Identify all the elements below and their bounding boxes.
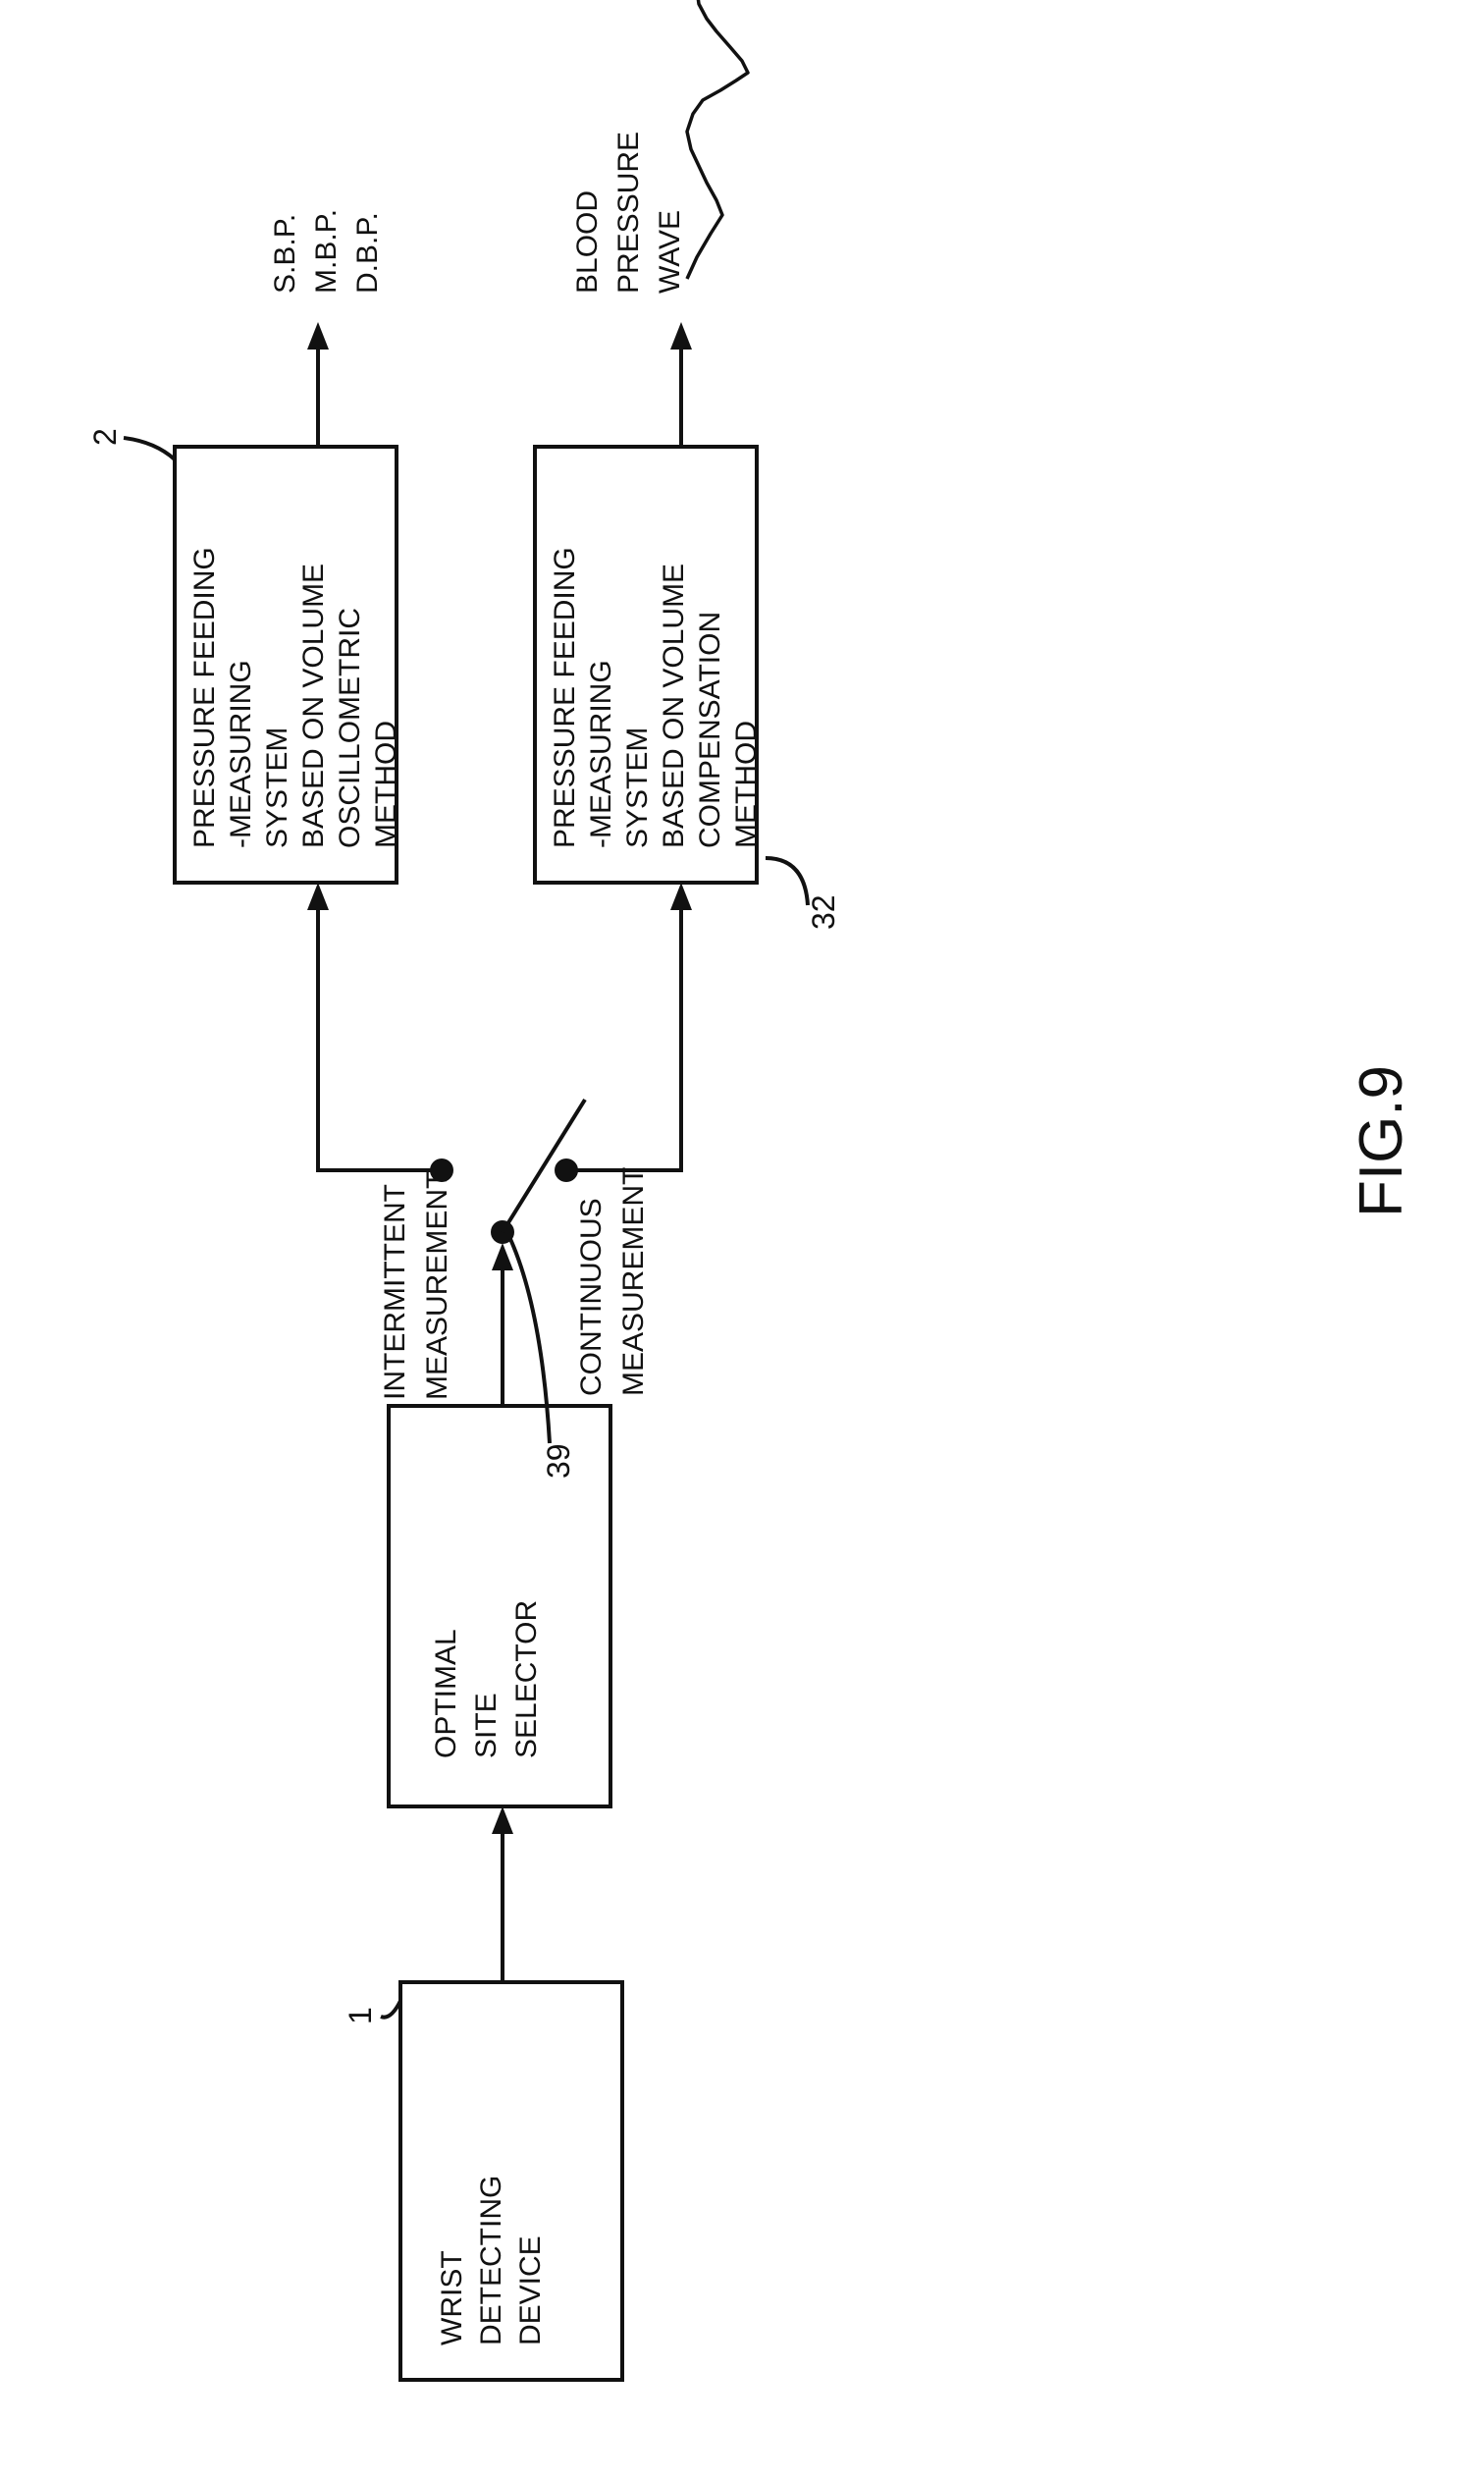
connector-intermittent-branch — [318, 907, 442, 1170]
continuous-measurement-label: CONTINUOUS MEASUREMENT — [575, 1167, 650, 1396]
blood-pressure-waveform — [687, 0, 760, 279]
oscillometric-outputs-label: S.B.P. M.B.P. D.B.P. — [269, 201, 384, 295]
intermittent-measurement-label: INTERMITTENT MEASUREMENT — [379, 1171, 453, 1400]
figure-label: FIG.9 — [1348, 1065, 1415, 1217]
connector-continuous-branch — [566, 907, 681, 1170]
arrowhead-oscillometric-output — [307, 322, 329, 350]
arrowhead-to-compensation — [670, 883, 692, 910]
leader-line-1 — [381, 2001, 400, 2018]
arrowhead-to-oscillometric — [307, 883, 329, 910]
wrist-detecting-device-box — [400, 1982, 622, 2380]
arrowhead-compensation-output — [670, 322, 692, 350]
ref-numeral-2: 2 — [87, 428, 123, 446]
arrowhead-to-switch — [492, 1243, 513, 1270]
ref-numeral-39: 39 — [541, 1443, 576, 1479]
ref-numeral-1: 1 — [343, 2007, 378, 2024]
arrowhead-to-selector — [492, 1806, 513, 1834]
ref-numeral-32: 32 — [806, 894, 841, 930]
blood-pressure-wave-label: BLOOD PRESSURE WAVE — [571, 124, 686, 294]
leader-line-32 — [766, 858, 808, 905]
leader-line-2 — [124, 438, 175, 459]
